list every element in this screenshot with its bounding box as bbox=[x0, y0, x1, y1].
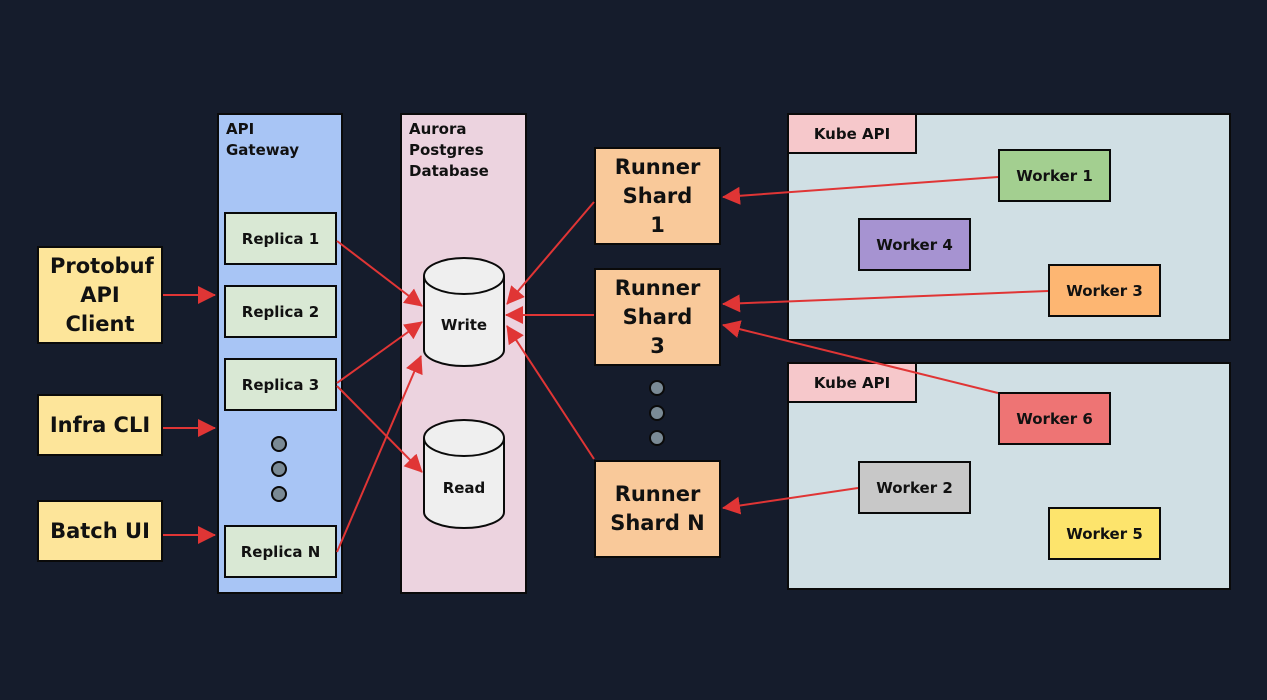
runner-label: Runner Shard 3 bbox=[614, 275, 701, 358]
client-protobuf-api: Protobuf API Client bbox=[37, 246, 163, 344]
replica-3: Replica 3 bbox=[224, 358, 337, 411]
replica-label: Replica 2 bbox=[241, 302, 320, 321]
runner-shard-1: Runner Shard 1 bbox=[594, 147, 721, 245]
gateway-title: API Gateway bbox=[226, 120, 300, 159]
client-batch-ui: Batch UI bbox=[37, 500, 163, 562]
client-label: Protobuf API Client bbox=[50, 253, 154, 336]
ellipsis-dot-icon bbox=[271, 436, 287, 452]
worker-label: Worker 6 bbox=[1016, 409, 1093, 428]
ellipsis-dot-icon bbox=[649, 405, 665, 421]
worker-4: Worker 4 bbox=[858, 218, 971, 271]
replica-label: Replica N bbox=[240, 542, 321, 561]
worker-6: Worker 6 bbox=[998, 392, 1111, 445]
worker-1: Worker 1 bbox=[998, 149, 1111, 202]
kube-api-text: Kube API bbox=[813, 124, 891, 143]
database-title: Aurora Postgres Database bbox=[409, 120, 489, 180]
write-db-label: Write bbox=[440, 316, 488, 334]
ellipsis-dot-icon bbox=[271, 461, 287, 477]
client-infra-cli: Infra CLI bbox=[37, 394, 163, 456]
replica-label: Replica 1 bbox=[241, 229, 320, 248]
replica-1: Replica 1 bbox=[224, 212, 337, 265]
kube-api-label-2: Kube API bbox=[787, 362, 917, 403]
worker-3: Worker 3 bbox=[1048, 264, 1161, 317]
ellipsis-dot-icon bbox=[649, 380, 665, 396]
runner-label: Runner Shard 1 bbox=[614, 154, 701, 237]
worker-label: Worker 5 bbox=[1066, 524, 1143, 543]
worker-label: Worker 4 bbox=[876, 235, 953, 254]
database-container: Aurora Postgres Database bbox=[400, 113, 527, 594]
replica-label: Replica 3 bbox=[241, 375, 320, 394]
ellipsis-dot-icon bbox=[271, 486, 287, 502]
worker-label: Worker 3 bbox=[1066, 281, 1143, 300]
ellipsis-dot-icon bbox=[649, 430, 665, 446]
client-label: Infra CLI bbox=[49, 412, 151, 437]
kube-api-label-1: Kube API bbox=[787, 113, 917, 154]
worker-label: Worker 2 bbox=[876, 478, 953, 497]
kube-api-text: Kube API bbox=[813, 373, 891, 392]
read-db-label: Read bbox=[442, 479, 486, 497]
runner-label: Runner Shard N bbox=[610, 482, 705, 535]
api-gateway-container: API Gateway bbox=[217, 113, 343, 594]
client-label: Batch UI bbox=[50, 518, 150, 543]
worker-5: Worker 5 bbox=[1048, 507, 1161, 560]
worker-2: Worker 2 bbox=[858, 461, 971, 514]
runner-shard-n: Runner Shard N bbox=[594, 460, 721, 558]
replica-2: Replica 2 bbox=[224, 285, 337, 338]
runner-shard-3: Runner Shard 3 bbox=[594, 268, 721, 366]
worker-label: Worker 1 bbox=[1016, 166, 1093, 185]
replica-n: Replica N bbox=[224, 525, 337, 578]
